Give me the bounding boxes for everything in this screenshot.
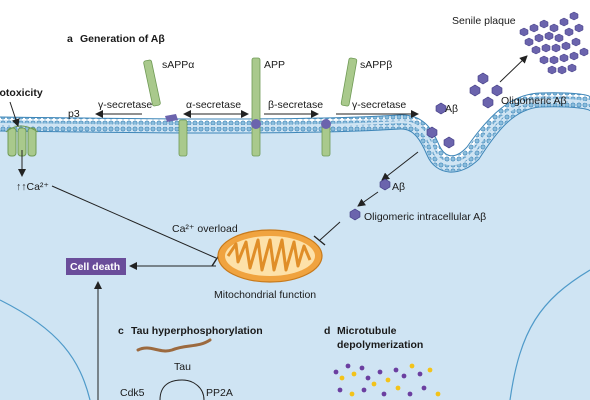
oligomer-to-plaque-arrow [499,55,528,83]
cytoplasm-curve [509,269,590,400]
cell-death-label: Cell death [70,261,120,273]
ab-intracellular-label: Aβ [392,181,405,193]
ca-overload-line [51,185,217,259]
panel-c-title: Tau hyperphosphorylation [131,325,263,337]
intracellular-ab [349,178,391,221]
panel-d-title-line2: depolymerization [337,339,423,351]
panel-a-title: Generation of Aβ [80,33,165,45]
cell-membrane-outer [0,92,590,163]
tau-cycle-curve [159,379,205,400]
cell-death-box [66,258,126,275]
oligomer-inhibition-line [319,221,341,241]
gamma-secretase-right-label: γ-secretase [352,99,406,111]
tau-label: Tau [174,361,191,373]
alpha-secretase-label: α-secretase [186,99,241,111]
beta-cut-stub [321,119,331,157]
ab-oligomerization-arrow [357,191,379,207]
sappb-label: sAPPβ [360,59,392,71]
p3-label: p3 [68,108,80,120]
senile-plaque [519,11,589,75]
microtubule-fragments [333,363,441,397]
oligomeric-ab-label: Oligomeric Aβ [501,95,567,107]
cdk5-label: Cdk5 [120,387,145,399]
ca-overload-label: Ca²⁺ overload [172,223,238,235]
ab-internalization-arrow [381,151,419,181]
pp2a-label: PP2A [206,387,233,399]
panel-d-letter: d [324,325,330,337]
panel-d-title-line1: Microtubule [337,325,397,337]
calcium-channel [5,125,39,157]
sappb-fragment [340,57,358,107]
toxicity-arrow [9,101,20,127]
calcium-label: ↑↑Ca²⁺ [16,181,49,193]
app-protein [251,57,261,157]
sappa-label: sAPPα [162,59,194,71]
beta-secretase-label: β-secretase [268,99,323,111]
nucleus-outline [0,299,91,400]
tau-protein [136,338,212,353]
cell-membrane-inner [0,100,590,172]
sappa-fragment [143,59,178,122]
extracellular-ab-monomers [426,72,503,149]
mitochondrion [217,229,323,283]
panel-c-letter: c [118,325,124,337]
panel-a-letter: a [67,33,73,45]
mitochondrial-function-label: Mitochondrial function [214,289,316,301]
toxicity-label: totoxicity [0,87,43,99]
ab-extracellular-label: Aβ [445,103,458,115]
gamma-secretase-left-label: γ-secretase [98,99,152,111]
alpha-cut-stub [178,119,188,157]
oligomeric-intracellular-ab-label: Oligomeric intracellular Aβ [364,211,486,223]
senile-plaque-label: Senile plaque [452,15,516,27]
app-label: APP [264,59,285,71]
